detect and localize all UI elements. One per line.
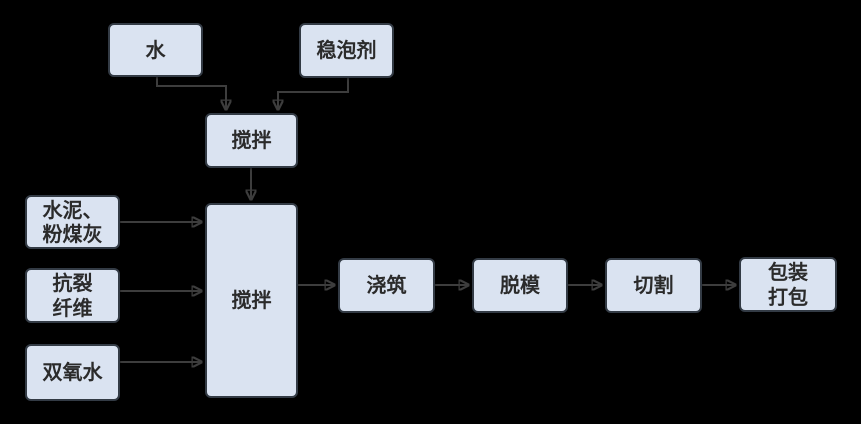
node-pouring: 浇筑	[338, 258, 435, 313]
node-foam-stabilizer: 稳泡剂	[299, 23, 394, 78]
connector-water-to-mix1	[156, 77, 226, 109]
node-demolding: 脱模	[472, 258, 568, 313]
node-hydrogen-peroxide: 双氧水	[25, 344, 120, 401]
node-cement-flyash: 水泥、 粉煤灰	[25, 195, 120, 249]
connector-foam-stabilizer-to-mix1	[278, 77, 349, 109]
node-cutting: 切割	[605, 258, 702, 313]
node-packaging: 包装 打包	[739, 257, 837, 312]
node-mixing-2: 搅拌	[205, 203, 298, 398]
node-anticrack-fiber: 抗裂 纤维	[25, 268, 120, 323]
node-water: 水	[108, 23, 203, 77]
node-mixing-1: 搅拌	[205, 113, 298, 168]
